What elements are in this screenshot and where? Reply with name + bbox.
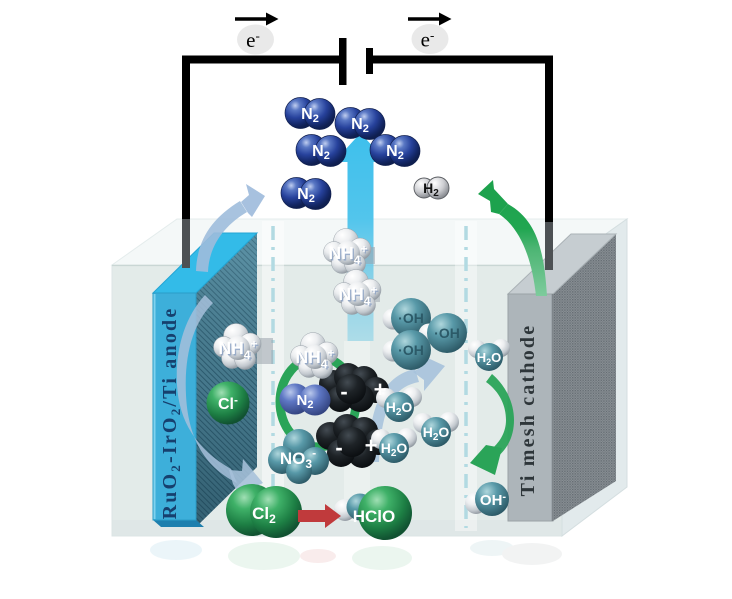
svg-text:H2O: H2O: [381, 440, 408, 459]
svg-text:NH4+: NH4+: [296, 346, 335, 371]
svg-text:H2O: H2O: [386, 399, 413, 418]
svg-text:Ti mesh cathode: Ti mesh cathode: [517, 324, 539, 497]
svg-text:+: +: [374, 377, 387, 402]
svg-text:·OH: ·OH: [434, 325, 460, 341]
svg-text:·OH: ·OH: [398, 342, 424, 358]
svg-text:·OH: ·OH: [398, 310, 424, 326]
svg-text:Cl-: Cl-: [218, 393, 238, 413]
svg-text:-: -: [340, 379, 347, 404]
svg-text:HClO: HClO: [353, 507, 396, 526]
svg-text:H2O: H2O: [423, 424, 450, 443]
svg-text:-: -: [335, 435, 342, 460]
svg-text:+: +: [365, 433, 378, 458]
svg-text:H2O: H2O: [477, 350, 502, 367]
svg-text:OH-: OH-: [480, 491, 507, 509]
